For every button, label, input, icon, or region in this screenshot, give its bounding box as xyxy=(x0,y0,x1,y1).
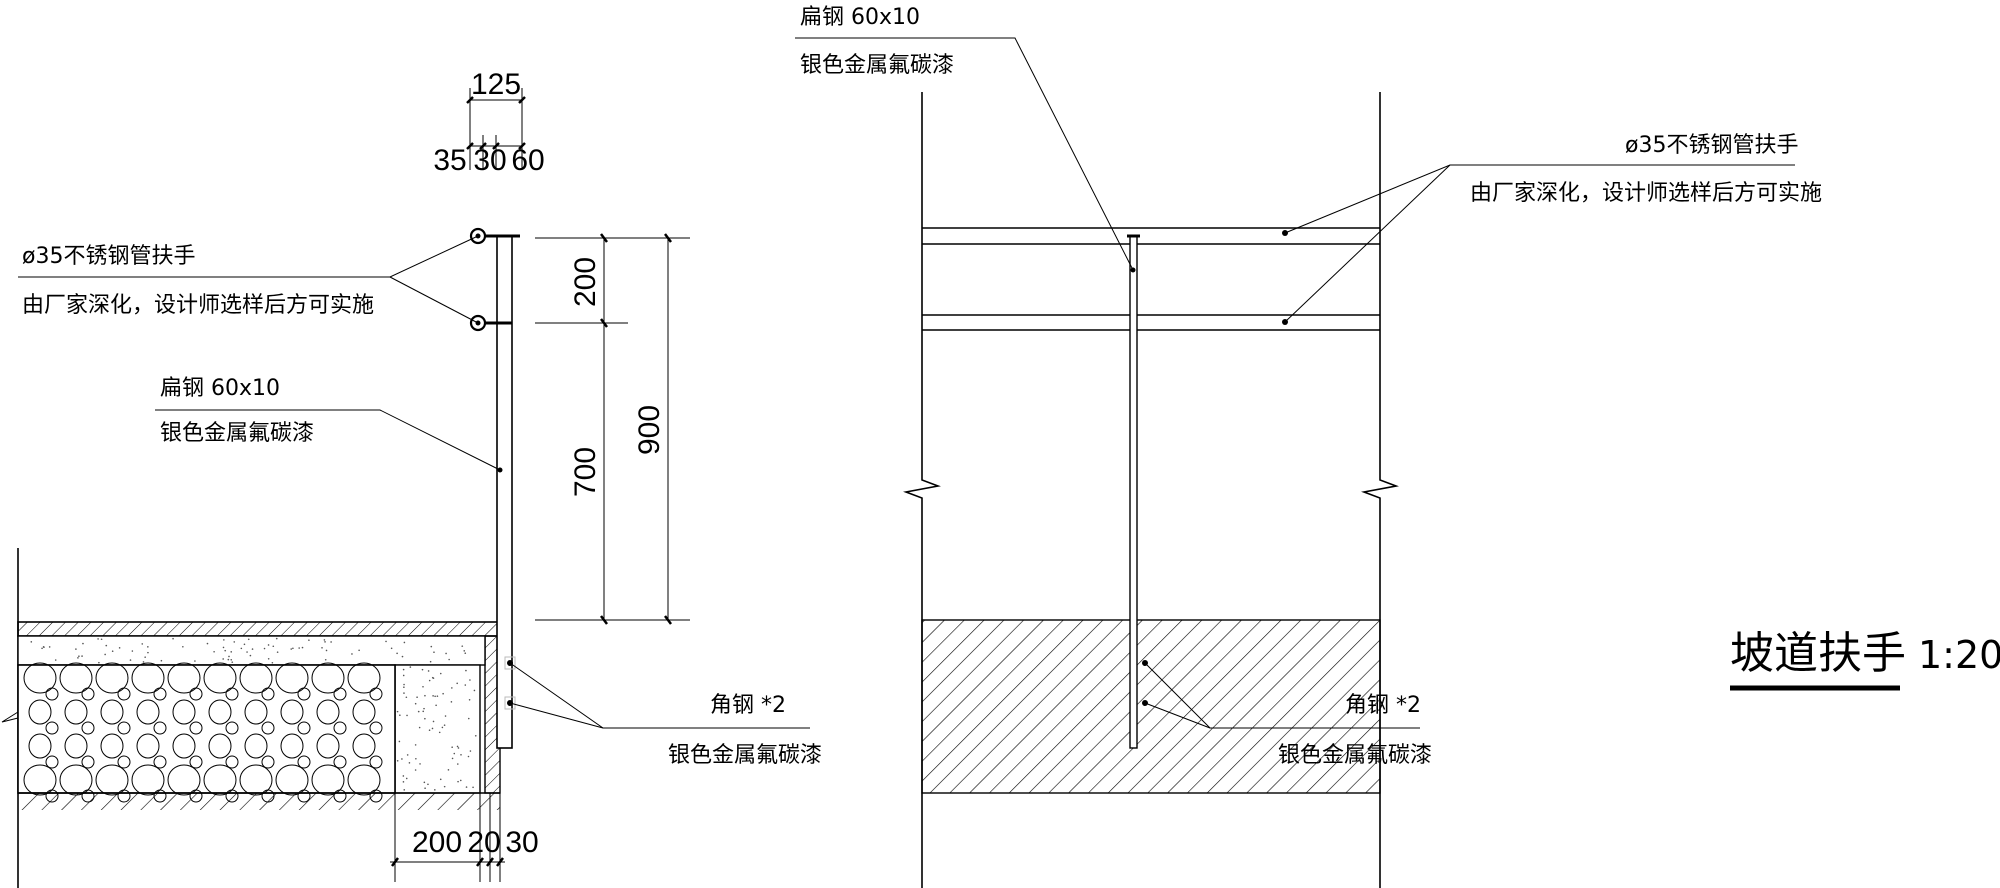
angle-steel-finish: 银色金属氟碳漆 xyxy=(1278,743,1432,768)
dim-200-bottom: 200 xyxy=(412,826,462,859)
dim-200: 200 xyxy=(569,257,602,307)
concrete-block xyxy=(394,664,481,794)
flat-steel-finish: 银色金属氟碳漆 xyxy=(800,53,954,78)
dim-700: 700 xyxy=(569,447,602,497)
concrete-texture xyxy=(30,637,477,791)
flat-steel-finish: 银色金属氟碳漆 xyxy=(160,421,314,446)
gravel-layer xyxy=(17,664,396,794)
elevation-view: 扁钢 60x10 银色金属氟碳漆 ø35不锈钢管扶手 由厂家深化，设计师选样后方… xyxy=(795,5,1822,888)
handrail-note: 由厂家深化，设计师选样后方可实施 xyxy=(22,293,374,318)
flat-steel-label: 扁钢 60x10 xyxy=(800,5,920,30)
finish-layer xyxy=(17,621,501,637)
dim-35: 35 xyxy=(433,144,466,177)
dim-20: 20 xyxy=(467,826,500,859)
edge-line-left xyxy=(903,92,941,888)
dim-900: 900 xyxy=(633,405,666,455)
flat-steel-post-elevation xyxy=(1129,235,1138,749)
angle-steel-label: 角钢 *2 xyxy=(710,693,786,718)
concrete-layer xyxy=(17,635,486,666)
scale-text: 1:20 xyxy=(1918,633,2000,677)
angle-steel-finish: 银色金属氟碳漆 xyxy=(668,743,822,768)
flat-steel-label: 扁钢 60x10 xyxy=(160,376,280,401)
section-view: 125 35 30 60 200 700 900 xyxy=(1,68,822,888)
break-mark xyxy=(1,711,19,723)
soil-layer xyxy=(18,793,500,810)
handrail-label: ø35不锈钢管扶手 xyxy=(1625,133,1798,158)
title-text: 坡道扶手 xyxy=(1730,628,1906,679)
dim-125: 125 xyxy=(471,68,521,101)
dim-30-bottom: 30 xyxy=(505,826,538,859)
flat-steel-post xyxy=(496,235,513,749)
dim-30: 30 xyxy=(473,144,506,177)
top-dimensions: 125 35 30 60 xyxy=(433,68,544,177)
handrail-label: ø35不锈钢管扶手 xyxy=(22,244,195,269)
handrail-note: 由厂家深化，设计师选样后方可实施 xyxy=(1470,181,1822,206)
bottom-dimensions: 200 20 30 xyxy=(390,793,539,882)
height-dimensions: 200 700 900 xyxy=(535,233,690,625)
dim-60: 60 xyxy=(511,144,544,177)
drawing-title: 坡道扶手 1:20 xyxy=(1730,628,2000,691)
angle-steel-label: 角钢 *2 xyxy=(1345,693,1421,718)
edge-line-right xyxy=(1361,92,1399,888)
